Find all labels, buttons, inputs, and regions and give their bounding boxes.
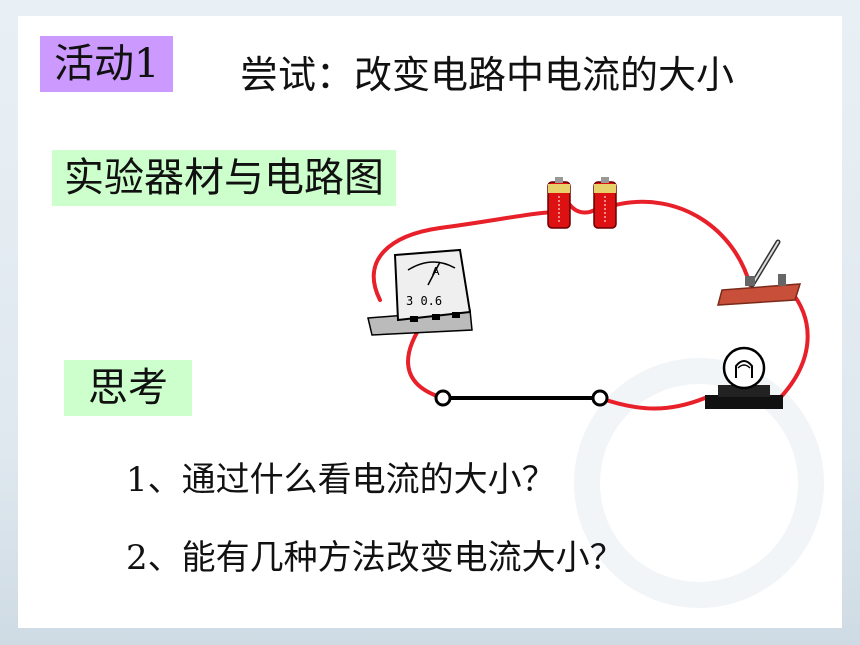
wires — [371, 199, 810, 411]
light-bulb — [705, 346, 783, 409]
terminal-right — [591, 389, 609, 407]
ammeter-scale: 3 0.6 — [406, 294, 442, 308]
terminal-left — [434, 389, 452, 407]
wire-bulb-to-resistor — [598, 396, 707, 411]
wire-ammeter-to-battery — [371, 210, 560, 302]
slide — [18, 16, 842, 628]
battery-1 — [547, 177, 571, 229]
battery-2 — [593, 177, 617, 229]
think-tag: 思考 — [64, 360, 192, 416]
question-2: 2、能有几种方法改变电流大小？ — [126, 538, 624, 578]
materials-tag: 实验器材与电路图 — [52, 150, 396, 206]
ammeter: A 3 0.6 — [367, 248, 473, 336]
slide-heading: 尝试：改变电路中电流的大小 — [240, 53, 735, 97]
wire-battery-to-switch — [613, 199, 752, 287]
question-1: 1、通过什么看电流的大小？ — [126, 460, 556, 500]
activity-tag: 活动1 — [40, 36, 174, 92]
resistance-wire — [434, 389, 609, 407]
ammeter-letter: A — [432, 265, 440, 278]
knife-switch — [717, 239, 802, 306]
wire-switch-to-bulb — [778, 288, 810, 400]
